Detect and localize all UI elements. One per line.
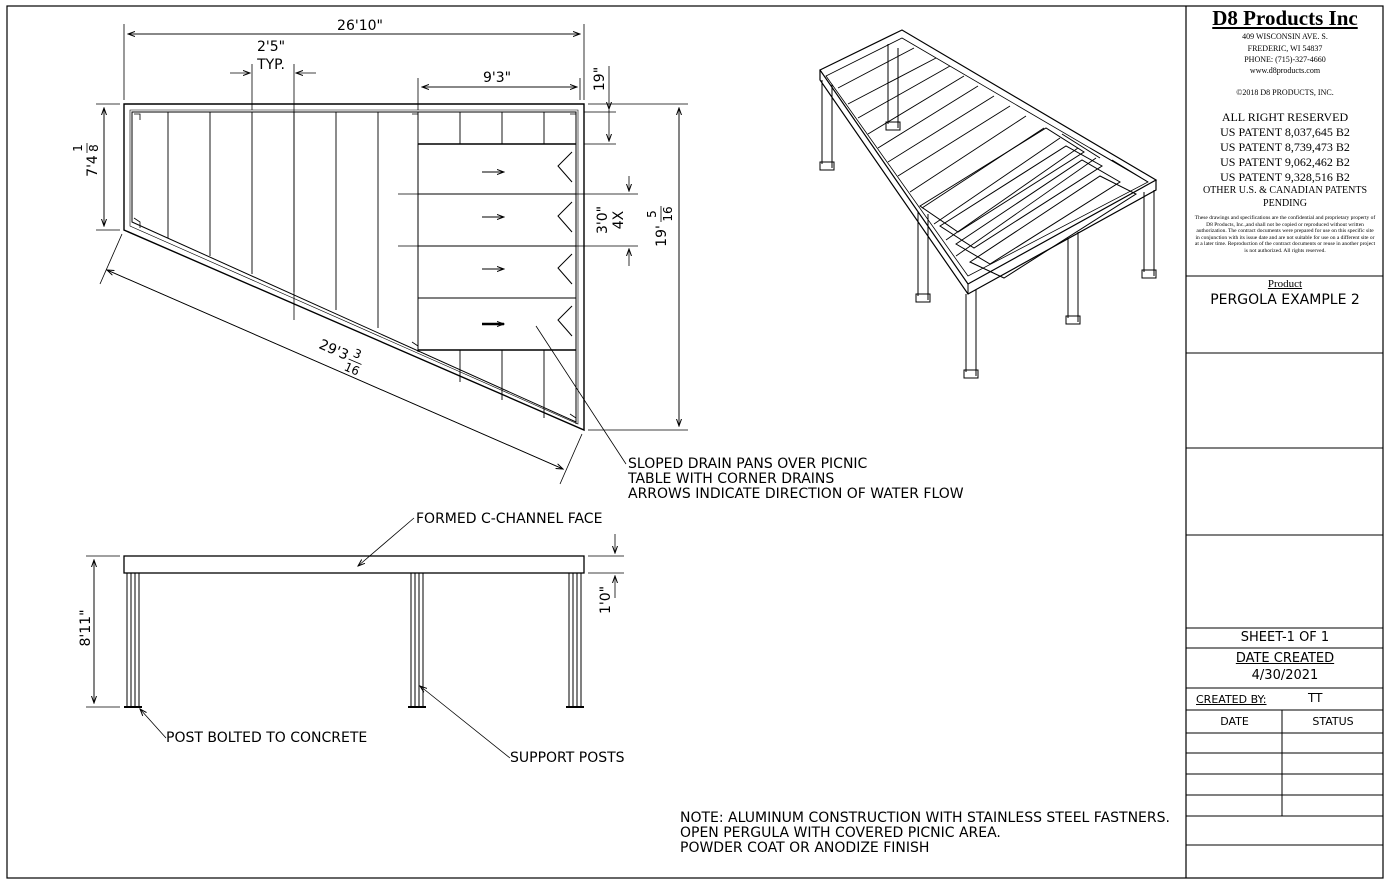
dim-left-depth-whole: 7'4: [85, 155, 101, 177]
elevation-view: [123, 555, 585, 708]
iso-posts: [819, 44, 1157, 379]
date-created-label: DATE CREATED: [1235, 651, 1335, 666]
drain-pan-note-line-2: TABLE WITH CORNER DRAINS: [627, 471, 834, 487]
dim-edge-offset: 19": [592, 67, 608, 91]
dim-right-depth-num: 5: [645, 210, 659, 218]
plan-outline: [123, 103, 585, 432]
patents-pending: PENDING: [1263, 198, 1307, 209]
dim-diagonal-num: 3: [351, 346, 364, 362]
patent-3: US PATENT 9,062,462 B2: [1220, 155, 1350, 169]
dim-covered-width: 9'3": [483, 70, 511, 86]
dim-right-depth-den: 16: [661, 206, 675, 221]
dim-face-height: 1'0": [598, 586, 614, 614]
company-address-1: 409 WISCONSIN AVE. S.: [1242, 32, 1328, 41]
iso-post-1: [819, 80, 835, 171]
drain-pans: [417, 143, 577, 351]
company-name: D8 Products Inc: [1212, 6, 1358, 30]
created-by-value: TT: [1308, 691, 1323, 705]
support-post-middle: [408, 572, 426, 708]
general-note-line-3: POWDER COAT OR ANODIZE FINISH: [680, 840, 929, 856]
dim-left-depth-den: 8: [87, 144, 101, 152]
date-column-header: DATE: [1220, 715, 1249, 728]
iso-post-6: [1141, 190, 1157, 279]
drain-pan-note-line-1: SLOPED DRAIN PANS OVER PICNIC: [628, 456, 868, 472]
company-copyright: ©2018 D8 PRODUCTS, INC.: [1236, 88, 1334, 97]
dim-diagonal-whole: 29'3: [316, 337, 350, 364]
iso-rafters: [837, 47, 1097, 257]
channel-face-label: FORMED C-CHANNEL FACE: [416, 511, 602, 527]
dim-diagonal-den: 16: [342, 360, 362, 379]
patent-4: US PATENT 9,328,516 B2: [1220, 170, 1350, 184]
product-name: PERGOLA EXAMPLE 2: [1210, 292, 1360, 308]
other-patents: OTHER U.S. & CANADIAN PATENTS: [1202, 185, 1368, 196]
patent-2: US PATENT 8,739,473 B2: [1220, 140, 1350, 154]
title-block-frame: [1185, 6, 1383, 878]
general-note-line-2: OPEN PERGULA WITH COVERED PICNIC AREA.: [680, 825, 1001, 841]
general-note-line-1: NOTE: ALUMINUM CONSTRUCTION WITH STAINLE…: [680, 810, 1170, 826]
support-post-left: [124, 572, 142, 708]
rights-reserved: ALL RIGHT RESERVED: [1221, 110, 1349, 124]
support-posts-label: SUPPORT POSTS: [510, 750, 625, 766]
plan-view: [123, 103, 585, 432]
status-column-header: STATUS: [1312, 715, 1354, 728]
iso-post-3: [915, 212, 931, 303]
dim-right-depth-whole: 19': [654, 225, 670, 247]
iso-drain-pans: [919, 127, 1149, 279]
iso-post-4: [963, 290, 979, 379]
sheet-number: SHEET-1 OF 1: [1240, 630, 1330, 645]
legal-notice: These drawings and specifications are th…: [1194, 215, 1376, 254]
elevation-dimensions: [86, 517, 624, 759]
dim-typ: TYP.: [256, 57, 285, 73]
drain-pan-2: [417, 193, 577, 247]
iso-post-2: [885, 44, 901, 131]
drain-pan-3: [417, 245, 577, 299]
c-channel-face: [123, 555, 585, 574]
created-by-label: CREATED BY:: [1196, 693, 1267, 706]
product-label: Product: [1267, 278, 1303, 290]
drain-pan-1: [417, 143, 577, 195]
dim-left-depth-num: 1: [71, 144, 85, 152]
plan-dimensions: [96, 24, 688, 485]
note-labels: SLOPED DRAIN PANS OVER PICNIC TABLE WITH…: [166, 456, 1170, 856]
dim-overall-width: 26'10": [337, 18, 383, 34]
support-post-right: [566, 572, 584, 708]
company-website: www.d8products.com: [1249, 66, 1321, 75]
date-created-value: 4/30/2021: [1251, 668, 1319, 683]
isometric-view: [819, 29, 1158, 379]
dim-typ-spacing: 2'5": [257, 39, 285, 55]
post-bolted-label: POST BOLTED TO CONCRETE: [166, 730, 367, 746]
patent-1: US PATENT 8,037,645 B2: [1220, 125, 1350, 139]
sheet-border: [6, 5, 1384, 879]
company-phone: PHONE: (715)-327-4660: [1244, 55, 1326, 64]
dim-pan-width: 3'0": [595, 206, 611, 234]
drain-pan-note-line-3: ARROWS INDICATE DIRECTION OF WATER FLOW: [628, 486, 964, 502]
iso-post-5: [1065, 232, 1081, 325]
flow-arrows: [482, 151, 573, 337]
dim-pan-count: 4X: [611, 210, 627, 229]
company-address-2: FREDERIC, WI 54837: [1247, 44, 1323, 53]
dim-height: 8'11": [78, 609, 94, 646]
